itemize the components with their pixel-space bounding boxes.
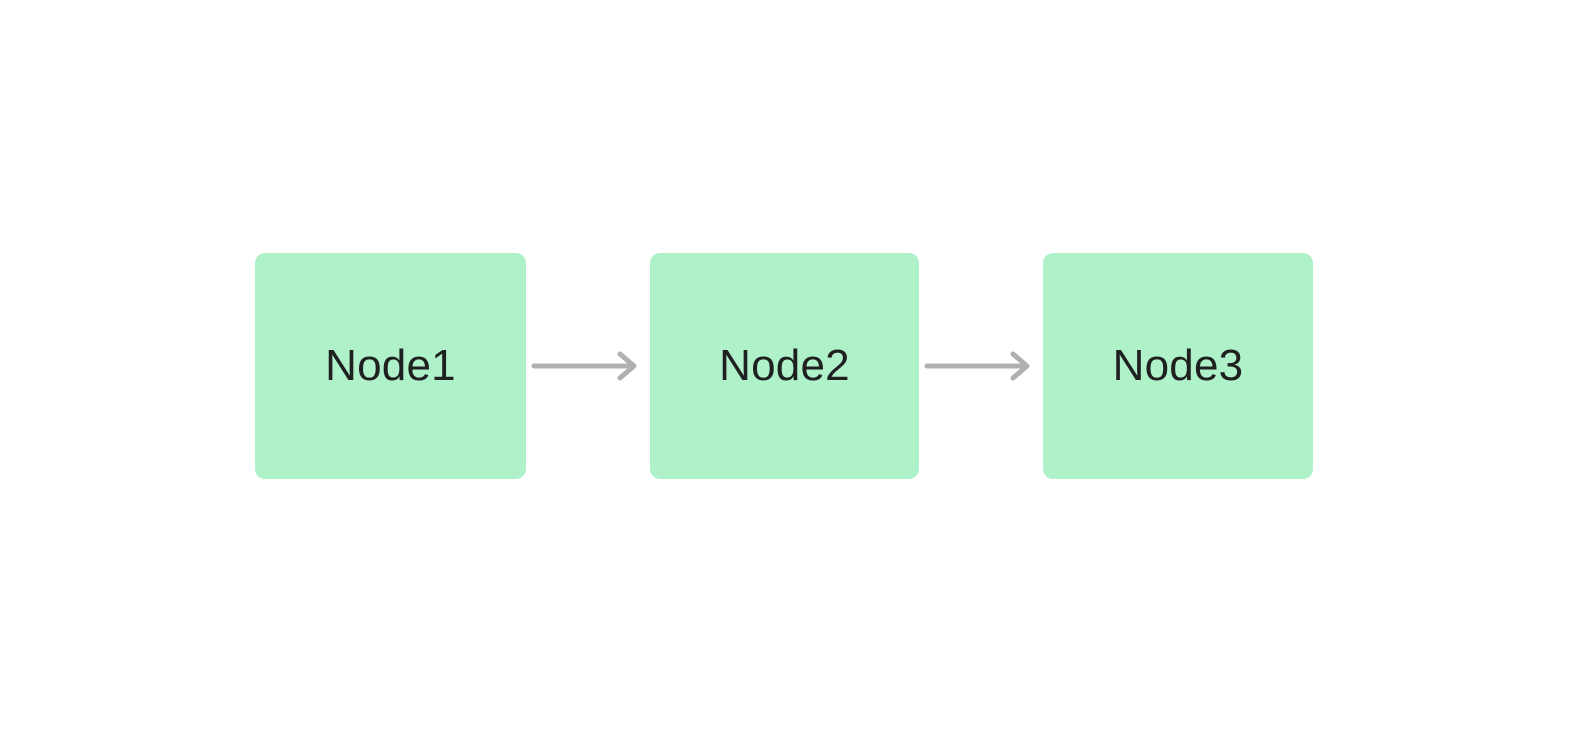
diagram-node-node3[interactable]: Node3 — [1043, 253, 1313, 479]
diagram-edge-node2-node3[interactable] — [919, 346, 1043, 386]
node-label: Node3 — [1112, 341, 1244, 390]
diagram-edge-node1-node2[interactable] — [526, 346, 650, 386]
node-label: Node2 — [719, 341, 850, 390]
flowchart-graph: Node1 Node2 Node3 — [255, 253, 1313, 479]
diagram-node-node2[interactable]: Node2 — [650, 253, 919, 479]
diagram-node-node1[interactable]: Node1 — [255, 253, 526, 479]
arrow-right-icon — [924, 351, 1030, 381]
node-label: Node1 — [325, 341, 456, 390]
arrow-right-icon — [531, 351, 637, 381]
